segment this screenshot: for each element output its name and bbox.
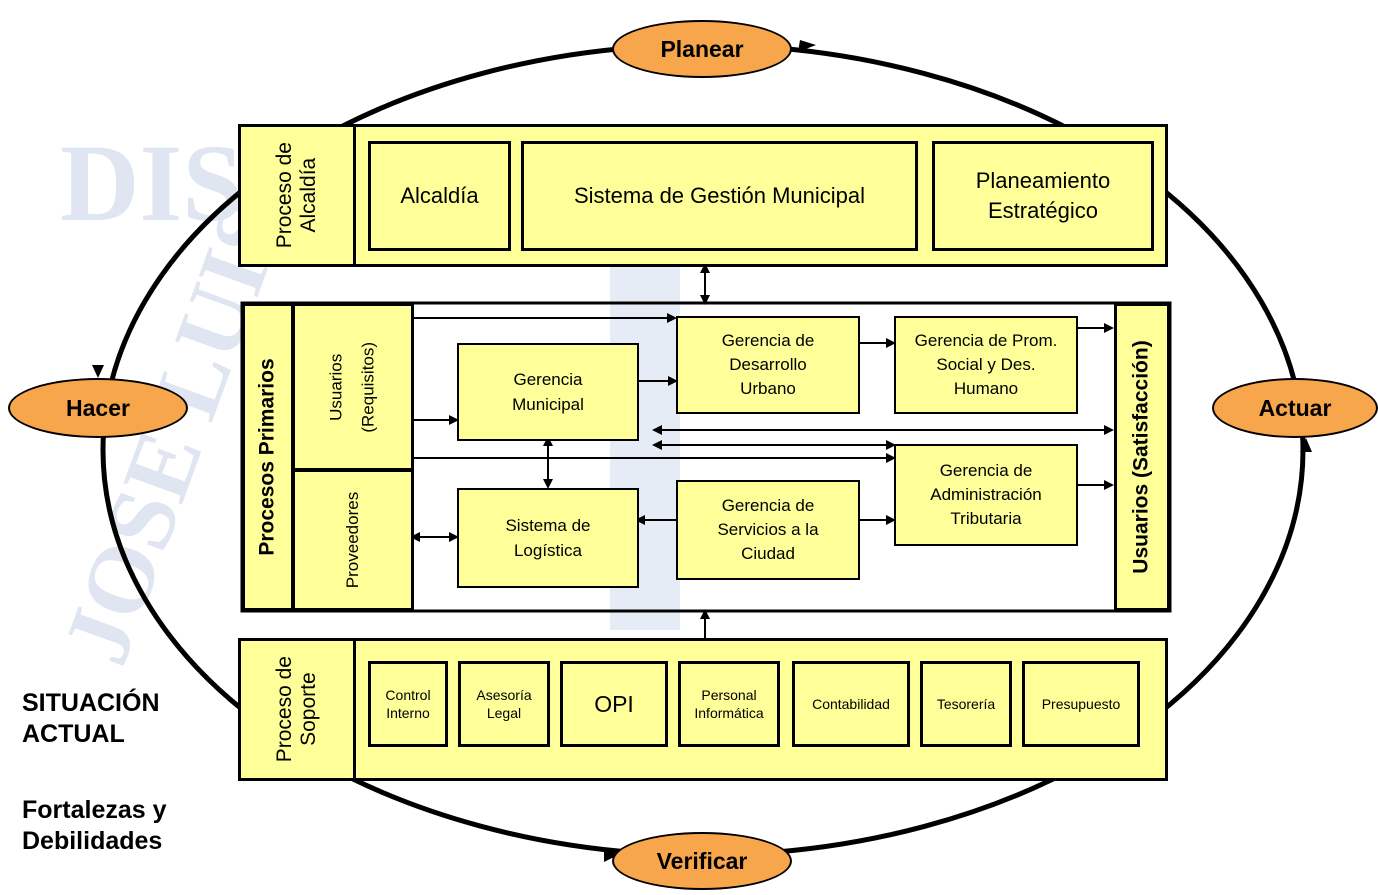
asesoria-legal-box: Asesoría Legal bbox=[458, 661, 550, 747]
cycle-arrow bbox=[604, 847, 618, 862]
hacer-node: Hacer bbox=[8, 378, 188, 438]
fortalezas-subtitle: Fortalezas y Debilidades bbox=[22, 796, 167, 856]
proveedores-box: Proveedores bbox=[292, 469, 414, 611]
contabilidad-box: Contabilidad bbox=[792, 661, 910, 747]
personal-informatica-box: Personal Informática bbox=[678, 661, 780, 747]
soporte-label: Proceso de Soporte bbox=[272, 656, 320, 763]
primarios-label-box: Procesos Primarios bbox=[242, 303, 294, 611]
usuarios-satisfaccion-box: Usuarios (Satisfacción) bbox=[1114, 303, 1170, 611]
actuar-node: Actuar bbox=[1212, 378, 1378, 438]
planeamiento-box: Planeamiento Estratégico bbox=[932, 141, 1154, 251]
usuarios-requisitos-label: Usuarios (Requisitos) bbox=[326, 341, 378, 433]
planear-node: Planear bbox=[612, 20, 792, 78]
desarrollo-urbano-box: Gerencia de Desarrollo Urbano bbox=[676, 316, 860, 414]
cycle-arrow bbox=[92, 365, 104, 378]
gestion-municipal-box: Sistema de Gestión Municipal bbox=[521, 141, 918, 251]
alcaldia-label-box: Proceso de Alcaldía bbox=[238, 124, 356, 267]
primarios-label: Procesos Primarios bbox=[256, 358, 280, 556]
prom-social-box: Gerencia de Prom. Social y Des. Humano bbox=[894, 316, 1078, 414]
soporte-label-box: Proceso de Soporte bbox=[238, 638, 356, 781]
presupuesto-box: Presupuesto bbox=[1022, 661, 1140, 747]
alcaldia-label: Proceso de Alcaldía bbox=[272, 142, 320, 249]
tributaria-box: Gerencia de Administración Tributaria bbox=[894, 444, 1078, 546]
gerencia-municipal-box: Gerencia Municipal bbox=[457, 343, 639, 441]
opi-box: OPI bbox=[560, 661, 668, 747]
tesoreria-box: Tesorería bbox=[920, 661, 1012, 747]
control-interno-box: Control Interno bbox=[368, 661, 448, 747]
logistica-box: Sistema de Logística bbox=[457, 488, 639, 588]
cycle-arrow bbox=[1300, 438, 1312, 452]
alcaldia-box: Alcaldía bbox=[368, 141, 511, 251]
proveedores-label: Proveedores bbox=[342, 491, 362, 589]
usuarios-satisfaccion-label: Usuarios (Satisfacción) bbox=[1130, 340, 1153, 574]
verificar-node: Verificar bbox=[612, 832, 792, 890]
situacion-actual-title: SITUACIÓN ACTUAL bbox=[22, 689, 160, 749]
cycle-arrow bbox=[798, 40, 816, 52]
usuarios-requisitos-box: Usuarios (Requisitos) bbox=[292, 303, 414, 471]
servicios-ciudad-box: Gerencia de Servicios a la Ciudad bbox=[676, 480, 860, 580]
